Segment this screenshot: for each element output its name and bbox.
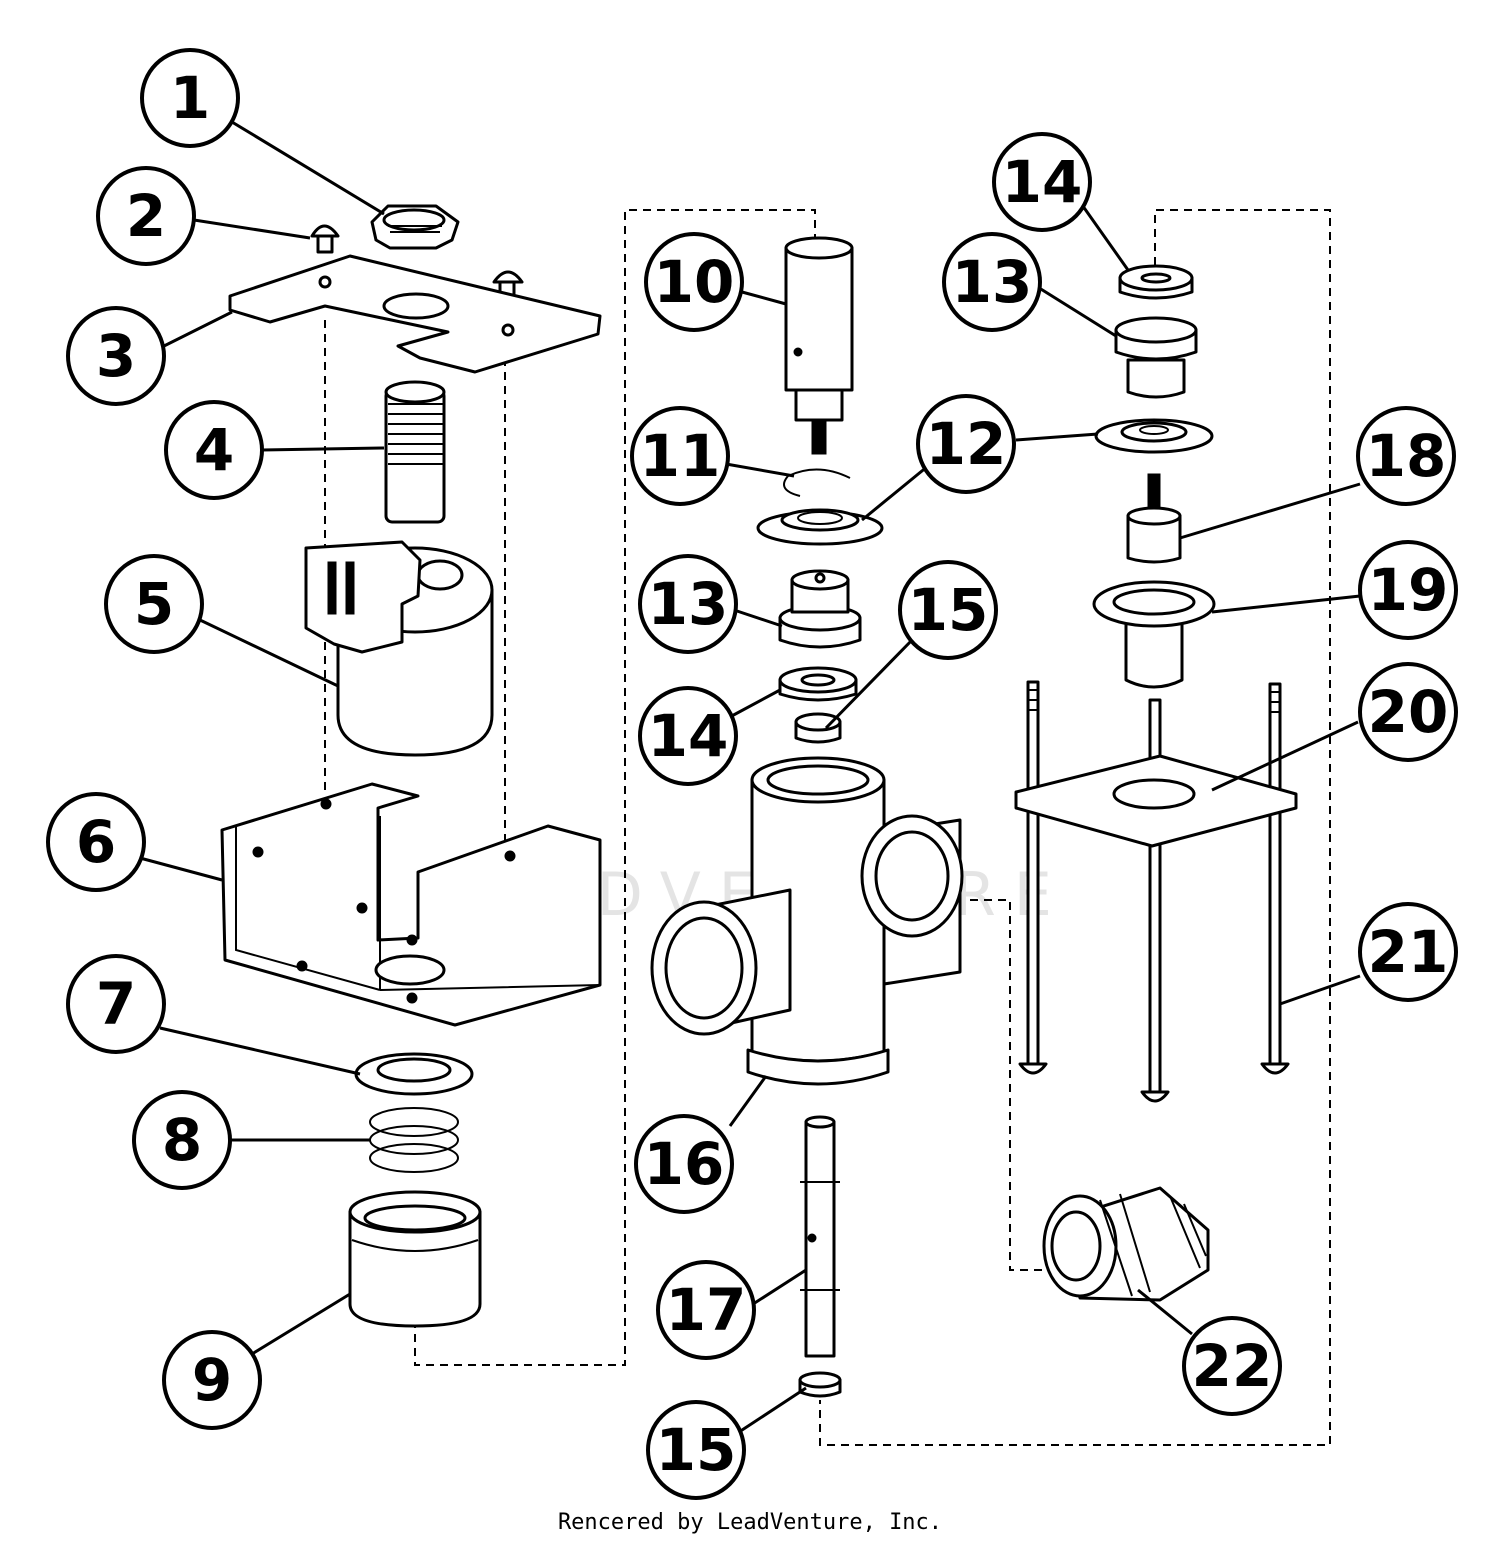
part-seal-right: [1118, 264, 1194, 300]
callout-label: 15: [656, 1416, 737, 1484]
callout-label: 2: [126, 182, 166, 250]
callout-14-right: 14: [992, 132, 1092, 232]
callout-label: 13: [648, 570, 729, 638]
part-small-seal-bottom: [798, 1371, 842, 1398]
part-spring: [369, 1107, 459, 1173]
part-fitting: [1042, 1186, 1210, 1302]
callout-2: 2: [96, 166, 196, 266]
callout-label: 9: [192, 1346, 232, 1414]
callout-21: 21: [1358, 902, 1458, 1002]
callout-15-bottom: 15: [646, 1400, 746, 1500]
leader-lines: [139, 120, 1361, 1436]
callout-label: 13: [952, 248, 1033, 316]
part-poppet: [778, 569, 862, 649]
callout-label: 22: [1192, 1332, 1273, 1400]
part-plunger: [784, 236, 854, 455]
callout-20: 20: [1358, 662, 1458, 762]
part-stud: [1126, 473, 1182, 564]
callout-label: 12: [926, 410, 1007, 478]
callout-11: 11: [630, 406, 730, 506]
callout-13-right: 13: [942, 232, 1042, 332]
callout-14-left: 14: [638, 686, 738, 786]
callout-label: 16: [644, 1130, 725, 1198]
part-seal: [778, 666, 858, 702]
callout-9: 9: [162, 1330, 262, 1430]
callout-label: 7: [96, 970, 136, 1038]
callout-label: 20: [1368, 678, 1449, 746]
part-plate: [1014, 754, 1298, 848]
callout-label: 21: [1368, 918, 1449, 986]
part-nut: [370, 204, 460, 250]
callout-12: 12: [916, 394, 1016, 494]
callout-1: 1: [140, 48, 240, 148]
callout-label: 5: [134, 570, 174, 638]
part-poppet-right: [1114, 316, 1198, 399]
part-clip: [783, 468, 851, 497]
part-valve-body: [650, 756, 964, 1086]
callout-label: 1: [170, 64, 210, 132]
callout-label: 14: [648, 702, 729, 770]
callout-label: 10: [654, 248, 735, 316]
part-solenoid-coil: [304, 540, 494, 757]
part-diaphragm-right: [1094, 418, 1214, 454]
callout-label: 14: [1002, 148, 1083, 216]
callout-19: 19: [1358, 540, 1458, 640]
part-washer: [354, 1052, 474, 1096]
callout-label: 6: [76, 808, 116, 876]
callout-13-left: 13: [638, 554, 738, 654]
part-stem: [800, 1115, 840, 1358]
callout-16: 16: [634, 1114, 734, 1214]
callout-label: 15: [908, 576, 989, 644]
credit-text: Rencered by LeadVenture, Inc.: [557, 1510, 943, 1535]
assembly-dash-lines: [324, 209, 1331, 1446]
part-sleeve: [348, 1190, 482, 1328]
part-housing: [220, 782, 602, 1027]
callout-18: 18: [1356, 406, 1456, 506]
callout-22: 22: [1182, 1316, 1282, 1416]
callout-label: 11: [640, 422, 721, 490]
callout-15-left: 15: [898, 560, 998, 660]
callout-4: 4: [164, 400, 264, 500]
callout-8: 8: [132, 1090, 232, 1190]
callout-label: 18: [1366, 422, 1447, 490]
part-small-seal: [794, 712, 842, 744]
callout-5: 5: [104, 554, 204, 654]
callout-label: 17: [666, 1276, 747, 1344]
callout-6: 6: [46, 792, 146, 892]
callout-10: 10: [644, 232, 744, 332]
callout-label: 8: [162, 1106, 202, 1174]
part-bracket-plate: [228, 254, 602, 374]
callout-17: 17: [656, 1260, 756, 1360]
callout-3: 3: [66, 306, 166, 406]
callout-label: 19: [1368, 556, 1449, 624]
part-diaphragm: [756, 508, 884, 546]
part-bolts: [1018, 680, 1290, 1103]
callout-label: 4: [194, 416, 234, 484]
part-threaded-stem: [384, 380, 446, 524]
callout-7: 7: [66, 954, 166, 1054]
callout-label: 3: [96, 322, 136, 390]
part-seat: [1092, 580, 1216, 689]
